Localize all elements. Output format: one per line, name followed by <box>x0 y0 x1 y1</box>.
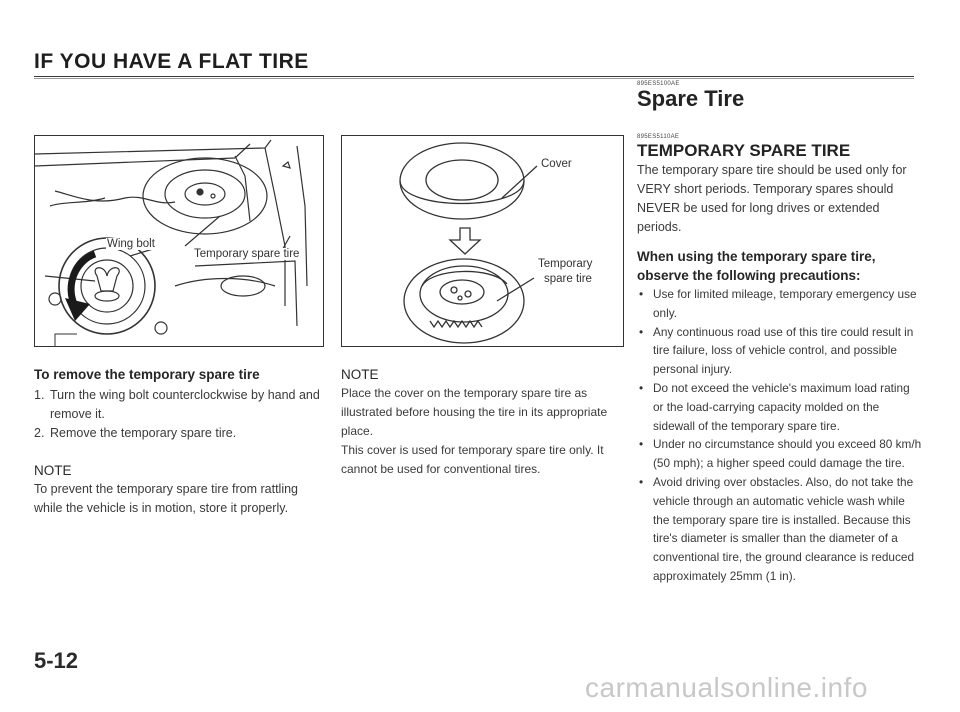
temporary-spare-label-line2: spare tire <box>544 273 592 285</box>
cover-note-text-2: This cover is used for temporary spare t… <box>341 443 604 476</box>
cover-note: NOTE Place the cover on the temporary sp… <box>341 365 626 479</box>
remove-step: 1. Turn the wing bolt counterclockwise b… <box>34 386 326 424</box>
step-text: Turn the wing bolt counterclockwise by h… <box>50 388 320 421</box>
temporary-spare-label-line1: Temporary <box>538 258 593 270</box>
precaution-item: Any continuous road use of this tire cou… <box>637 323 923 379</box>
figure-spare-tire-cover: Cover Temporary spare tire <box>341 135 624 347</box>
spare-intro-text: The temporary spare tire should be used … <box>637 163 907 234</box>
spare-tire-precautions: The temporary spare tire should be used … <box>637 161 923 586</box>
spare-tire-cover-illustration <box>399 142 538 344</box>
figure-spare-tire-well: Wing bolt Temporary spare tire <box>34 135 324 347</box>
page-header-title: IF YOU HAVE A FLAT TIRE <box>34 50 309 73</box>
wing-bolt-label: Wing bolt <box>106 238 156 250</box>
cover-note-heading: NOTE <box>341 367 379 382</box>
remove-heading: To remove the temporary spare tire <box>34 367 260 382</box>
step-number: 1. <box>34 388 45 402</box>
temporary-spare-tire-label: Temporary spare tire <box>193 248 301 260</box>
precaution-item: Use for limited mileage, temporary emerg… <box>637 285 923 323</box>
step-number: 2. <box>34 426 45 440</box>
watermark: carmanualsonline.info <box>585 672 868 703</box>
remove-step: 2. Remove the temporary spare tire. <box>34 424 326 443</box>
remove-instructions: To remove the temporary spare tire 1. Tu… <box>34 365 326 518</box>
remove-steps: 1. Turn the wing bolt counterclockwise b… <box>34 386 326 443</box>
subsection-code: 895ES5110AE <box>637 134 680 140</box>
precaution-item: Under no circumstance should you exceed … <box>637 435 923 473</box>
precaution-item: Avoid driving over obstacles. Also, do n… <box>637 473 923 586</box>
precautions-list: Use for limited mileage, temporary emerg… <box>637 285 923 586</box>
subsection-title: TEMPORARY SPARE TIRE <box>637 141 851 160</box>
header-rule-thin <box>34 78 914 79</box>
precaution-item: Do not exceed the vehicle's maximum load… <box>637 379 923 435</box>
cover-label: Cover <box>541 158 572 170</box>
remove-note-heading: NOTE <box>34 463 72 478</box>
spare-tire-well-illustration <box>34 139 323 346</box>
cover-note-text-1: Place the cover on the temporary spare t… <box>341 386 608 438</box>
section-title: Spare Tire <box>637 86 745 111</box>
precautions-heading: When using the temporary spare tire, obs… <box>637 249 876 283</box>
step-text: Remove the temporary spare tire. <box>50 426 237 440</box>
header-rule <box>34 76 914 77</box>
remove-note-text: To prevent the temporary spare tire from… <box>34 482 299 515</box>
section-code: 895ES5100AE <box>637 81 680 87</box>
page-number: 5-12 <box>34 648 79 673</box>
